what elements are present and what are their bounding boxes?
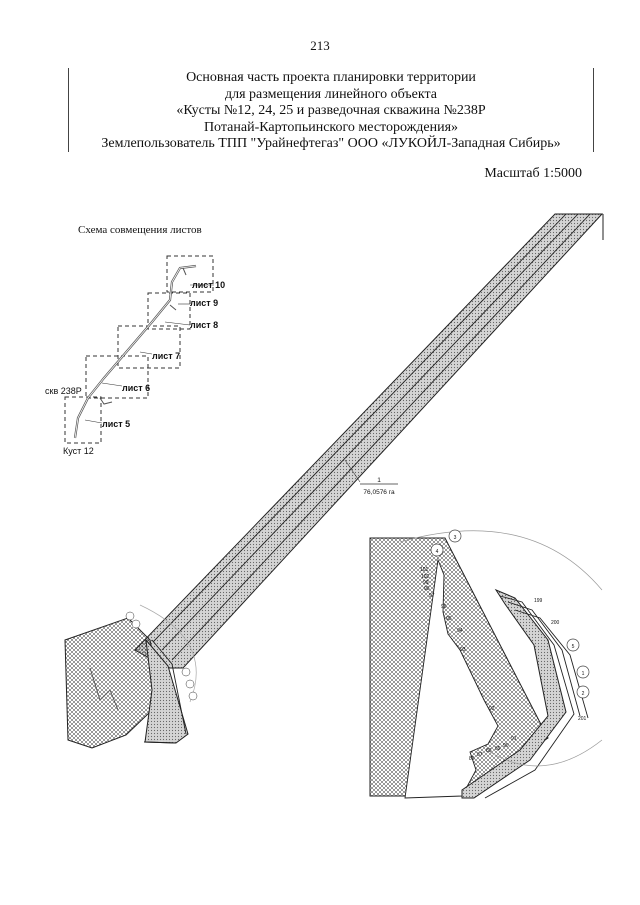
pad-structure [89, 667, 119, 711]
pad-marker [181, 667, 191, 677]
header-line: Землепользователь ТПП "Урайнефтегаз" ООО… [101, 136, 561, 151]
sheet-frame-6 [85, 355, 149, 399]
sheet-label-8: лист 8 [190, 320, 219, 330]
circle-marker [448, 529, 462, 543]
boundary-arc [139, 604, 197, 703]
pad-label: Куст 12 [63, 446, 94, 456]
point-label: 92 [489, 706, 495, 712]
circle-label: 4 [436, 549, 439, 555]
header-title: Основная часть проекта планировки террит… [68, 70, 594, 153]
sheet-layout-scheme [64, 255, 214, 444]
circle-marker [576, 665, 590, 679]
access-road-edges [143, 639, 187, 744]
circle-label: 3 [454, 535, 457, 541]
leader-line [84, 419, 103, 424]
route-line-inner [74, 265, 197, 439]
map-labels: 1 76,0576 га 3 4 5 1 2 101 102 99 98 97 … [363, 477, 586, 762]
inset-road-band [461, 588, 567, 799]
pad-hatched-zone [64, 617, 159, 749]
point-label: 99 [423, 580, 429, 586]
header-line: «Кусты №12, 24, 25 и разведочная скважин… [176, 103, 486, 118]
header-right-rule [593, 68, 594, 152]
leader-line [139, 351, 153, 355]
circle-marker [576, 685, 590, 699]
point-label: 97 [429, 593, 435, 599]
inset-road-lines [484, 595, 589, 799]
detail-inset [369, 524, 603, 799]
pad-marker [131, 619, 141, 629]
header-left-rule [68, 68, 69, 152]
sheet-frame-9 [147, 292, 191, 330]
point-label: 89 [495, 746, 501, 752]
parcel-area: 76,0576 га [363, 489, 395, 496]
well-label: скв 238Р [45, 386, 82, 396]
parcel-leader [344, 459, 361, 483]
leader-line [164, 321, 191, 326]
point-label: 201 [578, 716, 587, 722]
pad-marker [185, 679, 195, 689]
circle-label: 1 [582, 671, 585, 677]
point-label: 94 [457, 628, 463, 634]
map-scale: Масштаб 1:5000 [484, 166, 582, 181]
circle-marker [430, 543, 444, 557]
point-label: 96 [441, 604, 447, 610]
sheet-frame-10 [166, 255, 214, 293]
sheet-label-5: лист 5 [102, 419, 131, 429]
point-label: 102 [421, 574, 430, 580]
sheet-label-10: лист 10 [192, 280, 226, 290]
point-label: 98 [424, 586, 430, 592]
sheet-frame-5 [64, 396, 102, 444]
header-line: Основная часть проекта планировки террит… [186, 70, 476, 85]
header-line: для размещения линейного объекта [225, 86, 437, 102]
well-pad-area [64, 604, 198, 749]
point-label: 200 [551, 620, 560, 626]
corridor-lines [152, 213, 591, 661]
point-label: 101 [420, 567, 429, 573]
point-label: 199 [534, 598, 543, 604]
inset-arc-lower [489, 739, 603, 767]
pad-marker [188, 691, 198, 701]
inset-arc [399, 530, 603, 591]
sheet-scheme-title: Схема совмещения листов [78, 224, 202, 236]
sheet-label-7: лист 7 [152, 351, 181, 361]
sheet-frame-8-7 [117, 325, 181, 369]
point-label: 87 [477, 752, 483, 758]
page-number: 213 [310, 38, 330, 53]
point-label: 90 [503, 743, 509, 749]
route-branches [99, 267, 187, 405]
leader-line [101, 382, 123, 387]
point-label: 95 [446, 616, 452, 622]
header-line: Потанай-Картопьинского месторождения» [203, 119, 459, 135]
point-label: 88 [486, 748, 492, 754]
circle-label: 5 [572, 644, 575, 650]
document-header: Основная часть проекта планировки террит… [68, 68, 594, 154]
point-label: 86 [469, 756, 475, 762]
sheet-label-9: лист 9 [190, 298, 219, 308]
sheet-label-6: лист 6 [122, 383, 151, 393]
circle-label: 2 [582, 691, 585, 697]
point-label: 93 [460, 647, 466, 653]
circle-marker [566, 638, 580, 652]
route-corridor [134, 213, 604, 669]
point-label: 91 [511, 736, 517, 742]
parcel-number: 1 [377, 477, 381, 484]
pad-marker [125, 611, 135, 621]
